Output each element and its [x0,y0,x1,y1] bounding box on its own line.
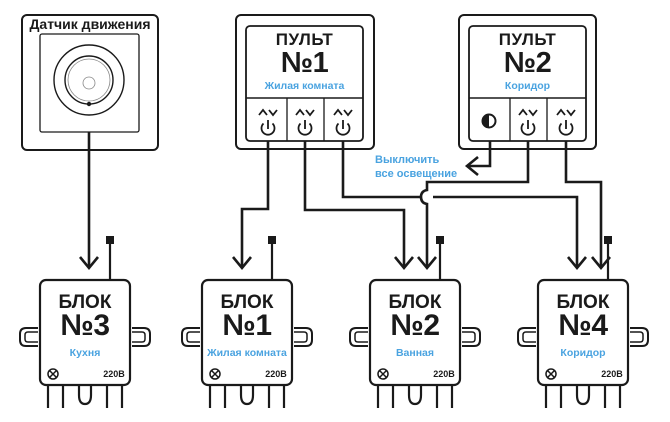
block-room: Жилая комната [207,347,287,359]
wire-r2b2-block2 [419,141,530,268]
block-title: БЛОК [388,292,442,313]
remote-number: №1 [280,47,329,79]
remote-room: Коридор [504,80,551,92]
sensor-led-icon [86,101,92,107]
wires [87,132,603,268]
remote-1 [235,14,375,150]
block-number: №2 [390,309,440,342]
motion-sensor [21,14,159,151]
wire-r2b3-block4 [564,141,603,268]
arrowheads [78,155,612,270]
wire-r1b1-block1 [240,141,270,268]
wire-r1b3-block4 [341,141,579,268]
block-room: Ванная [395,347,435,359]
annotation-line-1: Выключить [375,154,440,166]
block-room: Коридор [560,347,606,359]
block-title: БЛОК [556,292,610,313]
block-title: БЛОК [220,292,274,313]
block-number: №4 [558,309,608,342]
all-off-annotation: Выключить все освещение [375,153,457,181]
half-circle-master-off-icon [481,113,497,129]
arrow-left-icon [464,155,479,177]
wire-r1b2-block2 [303,141,406,268]
annotation-line-2: все освещение [375,168,458,180]
block-voltage: 220В [433,369,455,379]
block-voltage: 220В [265,369,287,379]
remote-title: ПУЛЬТ [275,30,334,49]
remote-title: ПУЛЬТ [498,30,557,49]
block-voltage: 220В [103,369,125,379]
sensor-title: Датчик движения [29,16,151,32]
block-number: №1 [222,309,272,342]
wire-r2b1-all-off [468,141,492,168]
block-number: №3 [60,309,110,342]
remote-room: Жилая комната [264,80,345,92]
remote-2 [458,14,597,150]
block-voltage: 220В [601,369,623,379]
remote-number: №2 [503,47,552,79]
block-room: Кухня [69,347,101,359]
block-title: БЛОК [58,292,112,313]
